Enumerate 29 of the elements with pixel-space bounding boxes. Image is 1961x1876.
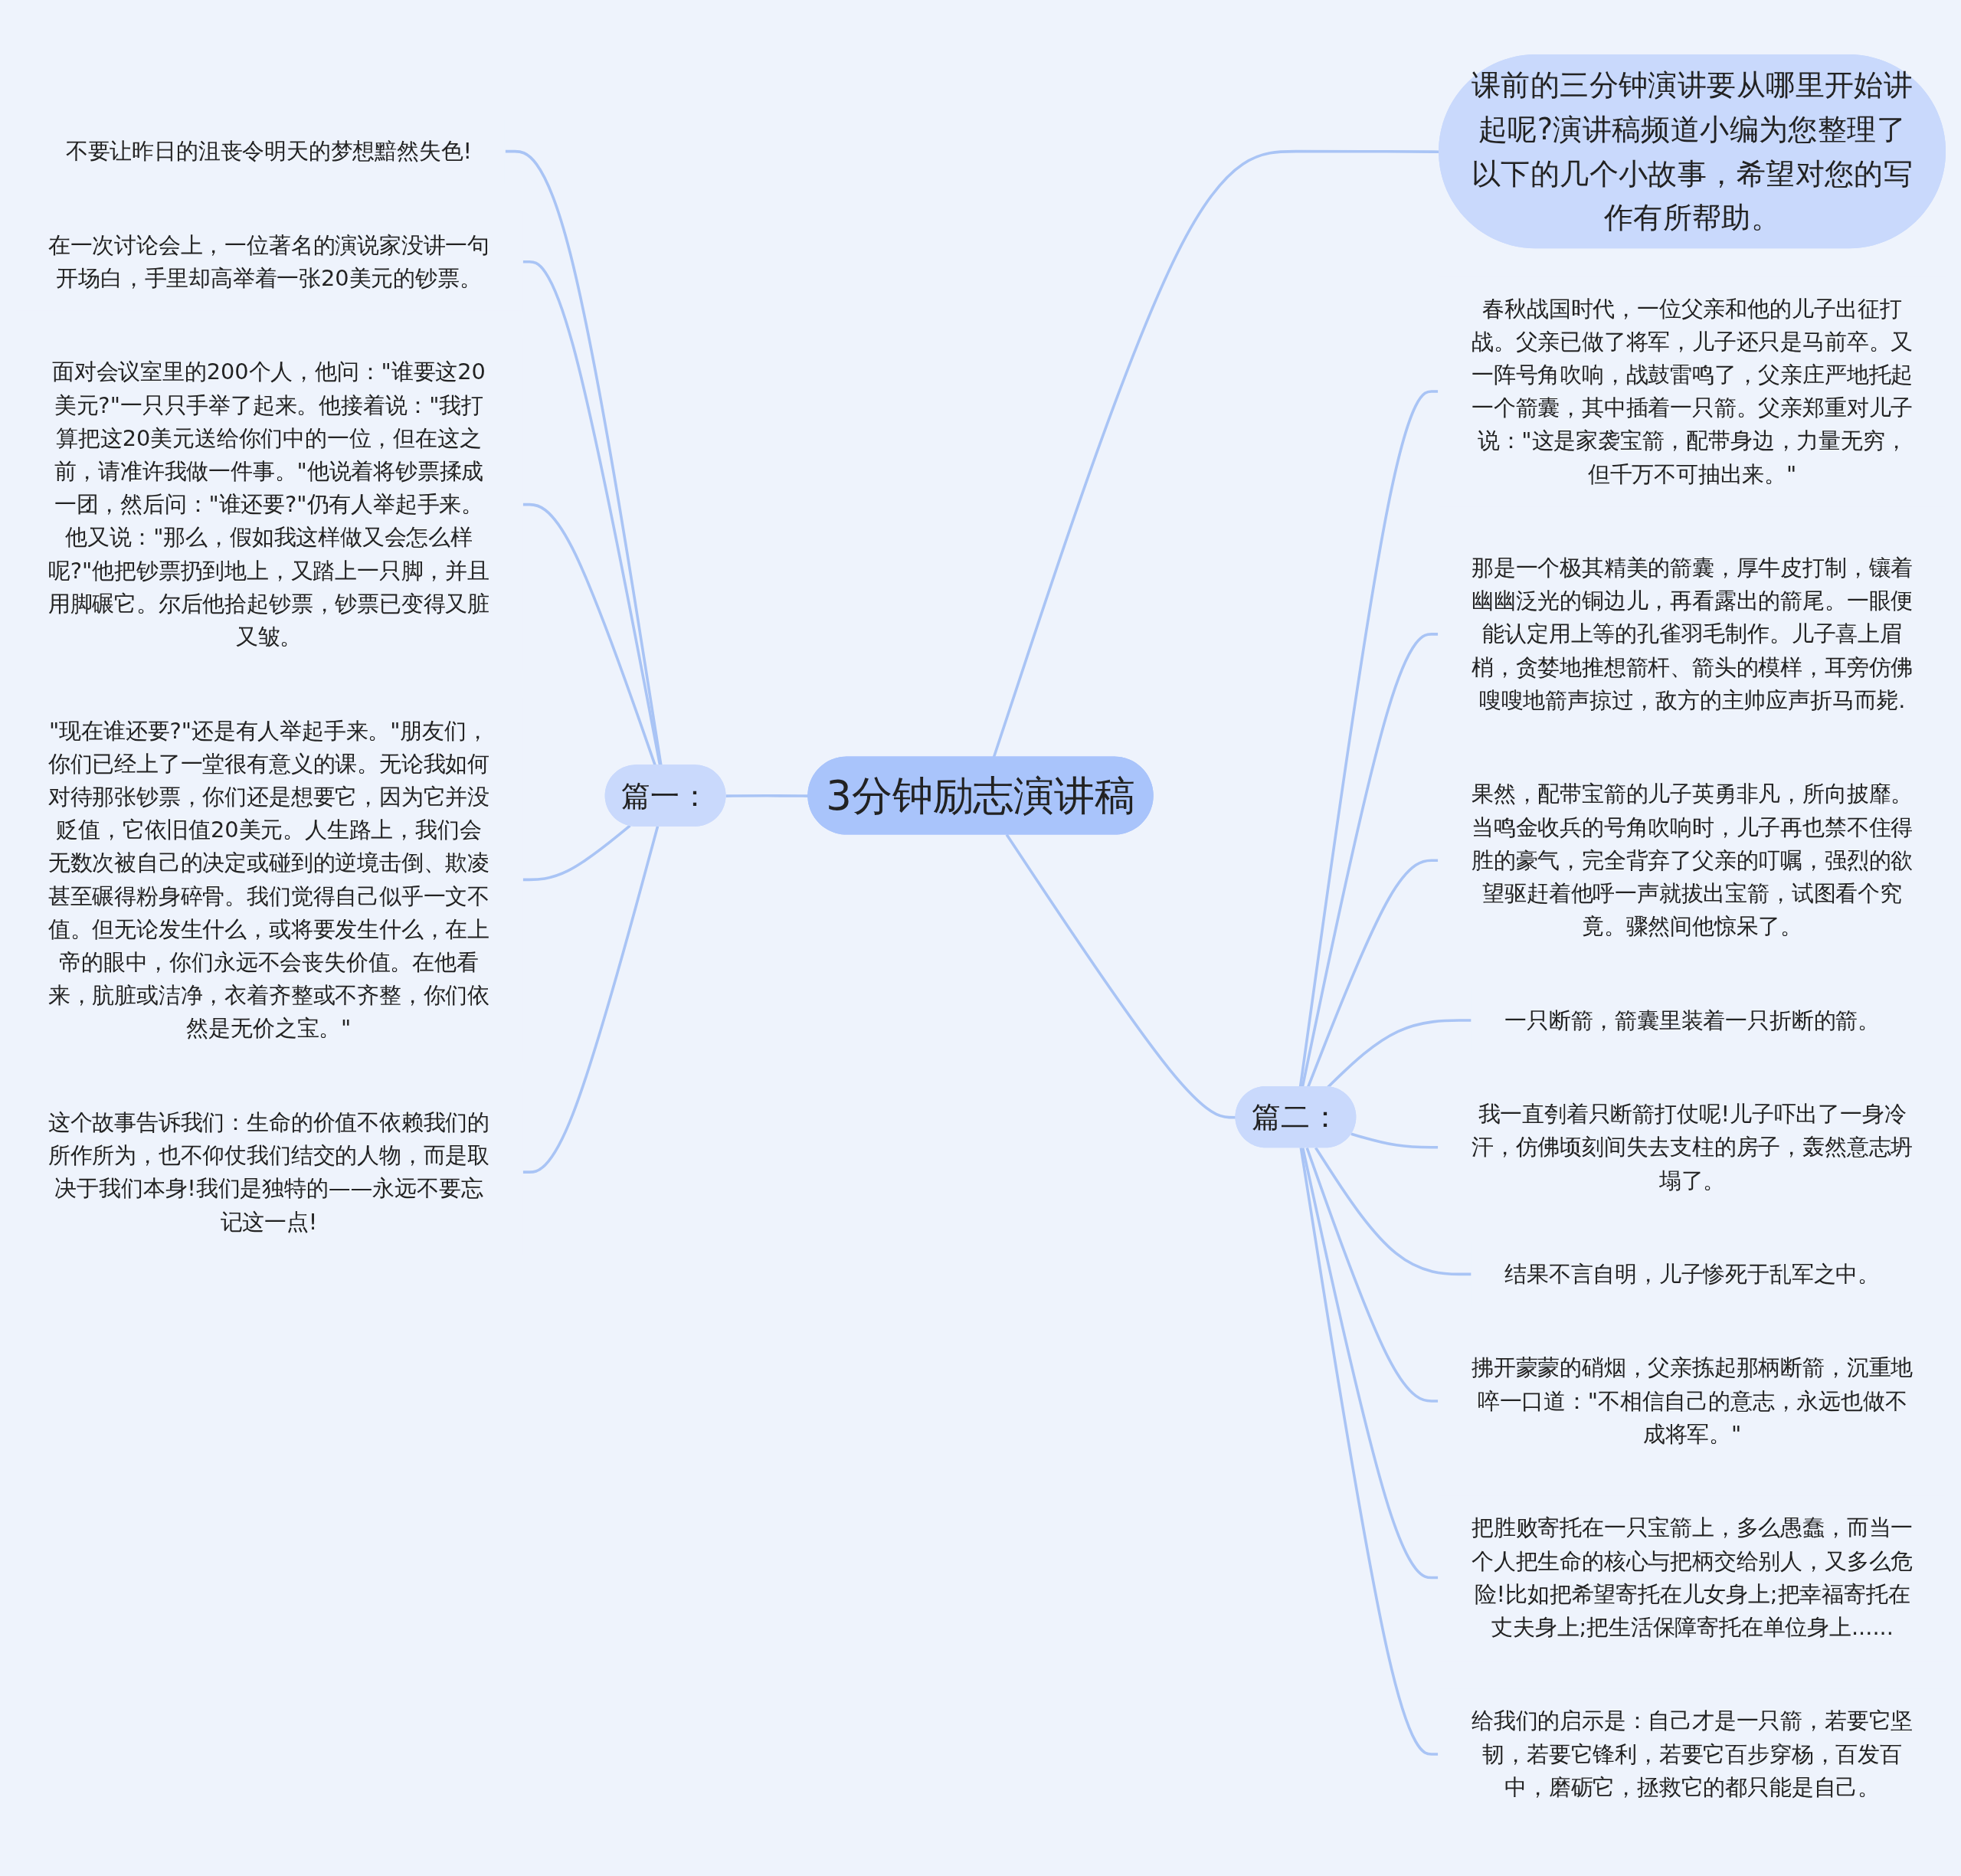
connector [1301, 1148, 1439, 1580]
connector [1305, 1148, 1439, 1403]
node-text: 一只断箭，箭囊里装着一只折断的箭。 [1504, 1007, 1880, 1034]
connector [1299, 1148, 1439, 1756]
node-text: 把胜败寄托在一只宝箭上，多么愚蠢，而当一个人把生命的核心与把柄交给别人，又多么危险!比如把希望寄托在儿女身上;把幸福寄托在丈夫身上;把生活保障寄托在单位身上...... [1471, 1515, 1914, 1641]
connector [1314, 1147, 1472, 1276]
node-text: 我一直刳着只断箭打仗呢!儿子吓出了一身冷汗，仿佛顷刻间失去支柱的房子，轰然意志坍塌了。 [1471, 1102, 1914, 1194]
node-text: 面对会议室里的200个人，他问："谁要这20美元?"一只只手举了起来。他接着说："我打算把这20美元送给你们中的一位，但在这之前，请准许我做一件事。"他说着将钞票揉成一团，然后问："谁还要?"仍有人举起手来。他又说："那么，假如我这样做又会怎么样呢?"他把钞票扔到地上，又踏上一只脚，并且用脚碾它。尔后他拾起钞票，钞票已变得又脏又皱。 [47, 359, 490, 650]
connector [522, 503, 657, 767]
node-text: 这个故事告诉我们：生命的价值不依赖我们的所作所为，也不仰仗我们结交的人物，而是取决于我们本身!我们是独特的——永远不要忘记这一点! [47, 1109, 490, 1236]
connector [522, 260, 662, 767]
node-text: 那是一个极其精美的箭囊，厚牛皮打制，镶着幽幽泛光的铜边儿，再看露出的箭尾。一眼便能认定用上等的孔雀羽毛制作。儿子喜上眉梢，贪婪地推想箭杆、箭头的模样，耳旁仿佛嗖嗖地箭声掠过，敌方的主帅应声折马而毙. [1471, 555, 1914, 714]
node-text: 结果不言自明，儿子惨死于乱军之中。 [1504, 1262, 1880, 1288]
node-text: 在一次讨论会上，一位著名的演说家没讲一句开场白，手里却高举着一张20美元的钞票。 [47, 232, 490, 292]
connector [1298, 390, 1439, 1088]
node-text: 给我们的启示是：自己才是一只箭，若要它坚韧，若要它锋利，若要它百步穿杨，百发百中，磨砺它，拯救它的都只能是自己。 [1471, 1708, 1914, 1801]
connector [1005, 834, 1236, 1119]
node-text: 春秋战国时代，一位父亲和他的儿子出征打战。父亲已做了将军，儿子还只是马前卒。又一阵号角吹响，战鼓雷鸣了，父亲庄严地托起一个箭囊，其中插着一只箭。父亲郑重对儿子说："这是家袭宝箭，配带身边，力量无穷，但千万不可抽出来。" [1471, 296, 1914, 488]
node-text: 不要让昨日的沮丧令明天的梦想黯然失色! [65, 139, 472, 165]
node-text: 果然，配带宝箭的儿子英勇非凡，所向披靡。当鸣金收兵的号角吹响时，儿子再也禁不住得胜的豪气，完全背弃了父亲的叮嘱，强烈的欲望驱赶着他呼一声就拔出宝箭，试图看个究竟。骤然间他惊呆了。 [1471, 781, 1914, 940]
node-text: 拂开蒙蒙的硝烟，父亲拣起那柄断箭，沉重地啐一口道："不相信自己的意志，永远也做不成将军。" [1471, 1355, 1914, 1448]
connector [1301, 633, 1439, 1088]
connector [505, 150, 663, 767]
connector [1327, 1019, 1472, 1089]
connector [725, 794, 809, 798]
connector [522, 826, 660, 1174]
node-text: "现在谁还要?"还是有人举起手来。"朋友们，你们已经上了一堂很有意义的课。无论我如何对待那张钞票，你们还是想要它，因为它并没贬值，它依旧值20美元。人生路上，我们会无数次被自己的决定或碰到的逆境击倒、欺凌甚至碾得粉身碎骨。我们觉得自己似乎一文不值。但无论发生什么，或将要发生什么，在上帝的眼中，你们永远不会丧失价值。在他看来，肮脏或洁净，衣着齐整或不齐整，你们依然是无价之宝。" [47, 718, 490, 1043]
connector [1350, 1133, 1439, 1149]
connector [522, 825, 631, 882]
